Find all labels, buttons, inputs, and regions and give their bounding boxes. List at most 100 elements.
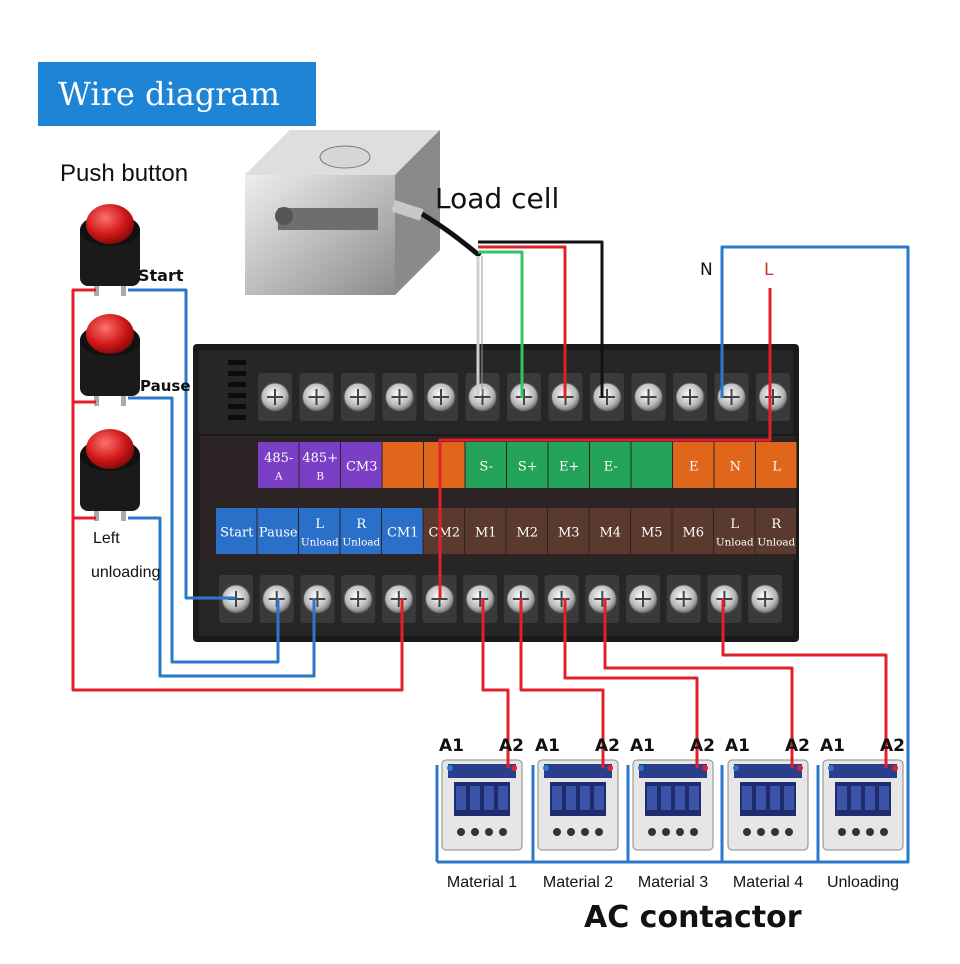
controller-vents: [228, 360, 246, 420]
strip-label: M3: [558, 526, 580, 541]
strip-sublabel: B: [316, 471, 324, 483]
wire-pause-blue: [128, 396, 280, 664]
contactor-name-label: Unloading: [826, 874, 900, 891]
page-title: Wire diagram: [58, 75, 280, 113]
contactor-a1-label: A1: [725, 736, 750, 756]
strip-cell: [216, 508, 257, 554]
strip-label: CM3: [346, 460, 378, 475]
strip-label: M4: [599, 526, 621, 541]
n-label: N: [700, 260, 713, 280]
strip-label: 485-: [264, 451, 293, 466]
contactor-a2-label: A2: [595, 736, 620, 756]
l-label: L: [764, 260, 774, 280]
contactor-a1-label: A1: [820, 736, 845, 756]
strip-cell: [506, 508, 547, 554]
pause-label: Pause: [140, 377, 191, 395]
load-cell-label: Load cell: [435, 182, 560, 215]
strip-cell: [465, 442, 506, 488]
load-cell-image: [245, 130, 482, 295]
wire-m2: [519, 598, 605, 768]
strip-cell: [507, 442, 548, 488]
strip-label: L: [315, 517, 324, 532]
contactor-a2-label: A2: [690, 736, 715, 756]
strip-label: N: [730, 460, 741, 475]
strip-label: E: [689, 460, 699, 475]
contactor-a2-label: A2: [785, 736, 810, 756]
push-button-cap: [86, 429, 134, 469]
strip-cell: [548, 442, 589, 488]
wire-lunload: [721, 598, 888, 768]
strip-cell: [465, 508, 506, 554]
contactor-a2-label: A2: [880, 736, 905, 756]
wires: [71, 240, 910, 864]
strip-cell: [299, 442, 340, 488]
strip-label: S+: [518, 460, 538, 475]
strip-cell: [423, 508, 464, 554]
wire-red-lc: [478, 245, 567, 398]
strip-sublabel: A: [274, 471, 283, 483]
contactor-a2-label: A2: [499, 736, 524, 756]
strip-label: R: [771, 517, 782, 532]
strip-cell: [631, 442, 672, 488]
left-label: Left: [93, 530, 120, 547]
strip-cell: [382, 508, 423, 554]
wire-black-lc: [478, 240, 604, 398]
strip-cell: [340, 508, 381, 554]
strip-label: E+: [559, 460, 579, 475]
wire-l-red: [438, 288, 772, 598]
push-button-cap: [86, 314, 134, 354]
strip-label: M2: [516, 526, 538, 541]
push-buttons: [80, 204, 140, 521]
strip-label: CM2: [428, 526, 460, 541]
strip-cell: [673, 442, 714, 488]
contactor-a1-label: A1: [630, 736, 655, 756]
contactor-name-label: Material 1: [446, 874, 518, 891]
contactor-a1-label: A1: [535, 736, 560, 756]
contactor-name-label: Material 3: [637, 874, 709, 891]
wire-m1: [481, 598, 510, 768]
strip-cell: [755, 508, 796, 554]
strip-cell: [257, 508, 298, 554]
strip-label: 485+: [302, 451, 338, 466]
start-label: Start: [138, 266, 184, 285]
strip-sublabel: Unload: [301, 537, 339, 549]
wire-m4: [603, 598, 794, 768]
strip-sublabel: Unload: [757, 537, 795, 549]
terminal-row-top: [258, 373, 790, 421]
wire-start-blue: [128, 288, 236, 600]
strip-cell: [382, 442, 423, 488]
strip-cell: [341, 442, 382, 488]
push-button-label: Push button: [60, 160, 189, 187]
strip-label: S-: [479, 460, 493, 475]
strip-label: M1: [475, 526, 497, 541]
strip-cell: [672, 508, 713, 554]
terminal-row-bottom: [219, 575, 783, 623]
strip-sublabel: Unload: [342, 537, 380, 549]
wire-green: [478, 250, 524, 398]
strip-cell: [714, 442, 755, 488]
contactor-a1-label: A1: [439, 736, 464, 756]
strip-label: M5: [641, 526, 663, 541]
wire-m3: [563, 598, 699, 768]
title-banner: Wire diagram: [38, 62, 316, 126]
strip-label: Start: [220, 526, 254, 541]
strip-cell: [258, 442, 299, 488]
push-button-cap: [86, 204, 134, 244]
strip-cell: [756, 442, 797, 488]
wire-btn-red-common: [71, 288, 404, 692]
strip-cell: [299, 508, 340, 554]
strip-cell: [714, 508, 755, 554]
strip-cell: [424, 442, 465, 488]
strip-label: Pause: [259, 526, 298, 541]
strip-label: E-: [604, 460, 618, 475]
wire-left-blue: [128, 516, 316, 678]
ac-contactors: [441, 759, 904, 851]
strip-label: L: [730, 517, 739, 532]
strip-sublabel: Unload: [716, 537, 754, 549]
strip-cell: [548, 508, 589, 554]
strip-cell: [590, 442, 631, 488]
